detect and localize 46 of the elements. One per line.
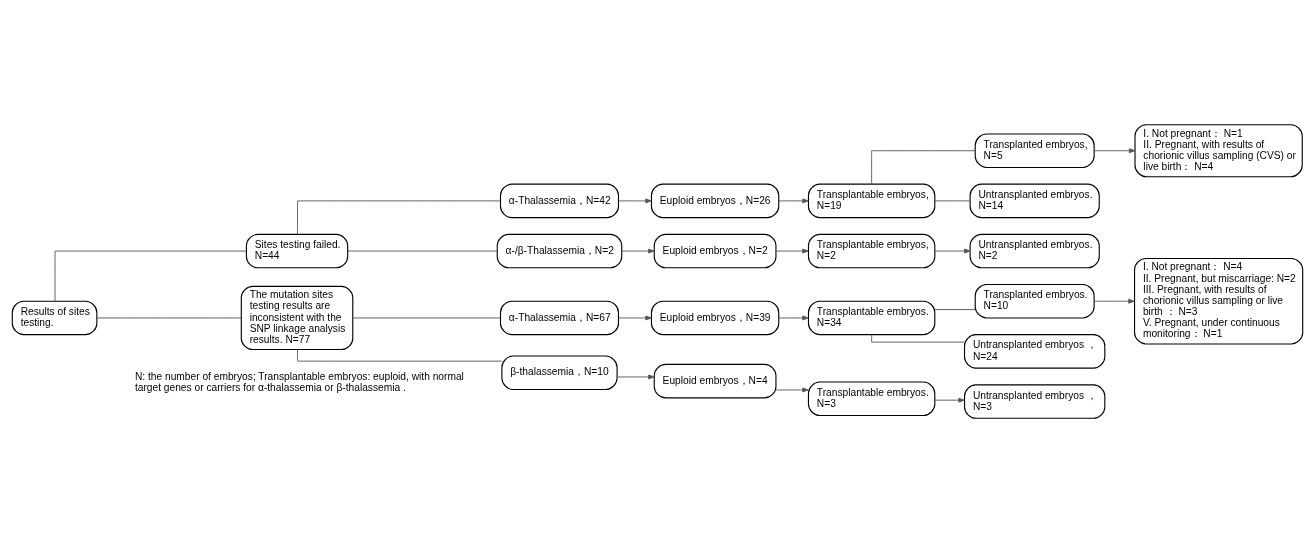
arrow <box>934 397 965 403</box>
node-box: Untransplanted embryos ， N=3 <box>964 384 1106 419</box>
arrow <box>778 315 809 321</box>
node-box: I. Not pregnant： N=4 II. Pregnant, but miscarriage: N=2 III. Pregnant, with results of chorionic villus sampling or live birth ： N=3 V. Pregnant, under continuous monitoring： N=1 <box>1134 257 1304 345</box>
arrow <box>1093 148 1136 154</box>
node-box: I. Not pregnant： N=1 II. Pregnant, with results of chorionic villus sampling (CVS) or live birth： N=4 <box>1134 124 1303 178</box>
node-box: Sites testing failed. N=44 <box>245 233 349 269</box>
node-box: β-thalassemia，N=10 <box>501 355 618 391</box>
node-box: Transplantable embryos, N=2 <box>807 233 936 269</box>
node-box: Transplanted embryos, N=5 <box>974 133 1095 168</box>
node-box: α-/β-Thalassemia，N=2 <box>496 233 623 269</box>
node-box: Transplantable embryos. N=34 <box>807 300 936 336</box>
connector <box>934 200 971 202</box>
node-box: Transplantable embryos, N=19 <box>807 183 936 219</box>
arrow <box>775 387 809 393</box>
arrow <box>778 198 809 204</box>
node-box: Untransplanted embryos ， N=24 <box>964 334 1106 369</box>
connector <box>871 150 976 185</box>
node-box: Euploid embryos，N=39 <box>650 300 780 336</box>
arrow <box>1093 298 1135 304</box>
arrow <box>618 198 652 204</box>
node-box: Transplanted embryos. N=10 <box>974 283 1095 319</box>
arrow <box>934 248 971 254</box>
arrow <box>775 248 809 254</box>
connector <box>934 309 976 311</box>
connector <box>297 349 503 362</box>
node-box: Untransplanted embryos. N=2 <box>969 233 1100 269</box>
node-box: Untransplanted embryos. N=14 <box>969 183 1100 219</box>
connector <box>347 250 498 252</box>
node-box: The mutation sites testing results are inconsistent with the SNP linkage analysis results. N=77 <box>240 285 354 351</box>
connector <box>54 250 247 302</box>
connector <box>96 317 242 319</box>
label: N: the number of embryos; Transplantable embryos: euploid, with normal target genes or carriers for α-thalassemia or β-thalassemia . <box>134 371 464 394</box>
node-box: Transplantable embryos. N=3 <box>807 381 936 417</box>
connector <box>871 334 965 343</box>
node-box: Euploid embryos，N=2 <box>653 233 777 269</box>
arrow <box>618 315 652 321</box>
node-box: Euploid embryos，N=4 <box>653 363 777 399</box>
connector <box>352 317 501 319</box>
node-box: Euploid embryos，N=26 <box>650 183 780 219</box>
arrow <box>616 374 655 380</box>
node-box: Results of sites testing. <box>11 300 98 336</box>
arrow <box>621 248 655 254</box>
node-box: α-Thalassemia，N=67 <box>499 300 620 336</box>
node-box: α-Thalassemia，N=42 <box>499 183 620 219</box>
connector <box>297 200 501 235</box>
